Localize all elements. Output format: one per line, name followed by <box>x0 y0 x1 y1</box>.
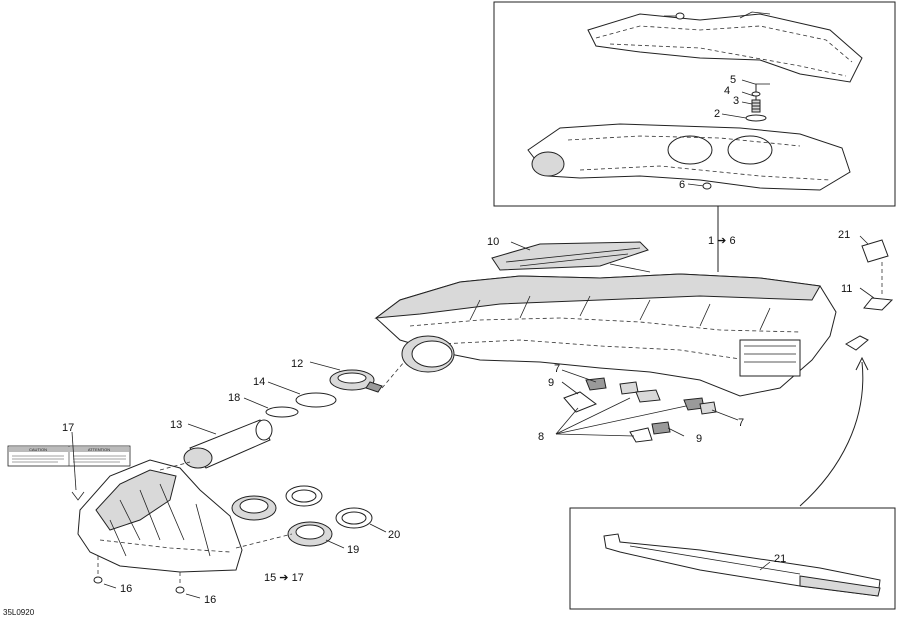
part-19-boot <box>287 521 333 547</box>
label-20: 20 <box>388 529 400 541</box>
airbox-main-housing <box>374 273 837 397</box>
label-10: 10 <box>487 236 499 248</box>
label-5: 5 <box>730 74 736 86</box>
label-12: 12 <box>291 358 303 370</box>
label-18: 18 <box>228 392 240 404</box>
clip-set-7-8-9 <box>563 377 717 443</box>
detail-box-lower <box>569 507 896 610</box>
screw-assembly <box>745 83 770 122</box>
label-3: 3 <box>733 95 739 107</box>
label-16a: 16 <box>120 583 132 595</box>
part-16-screw-b <box>175 586 185 594</box>
label-15-17: 15 ➔ 17 <box>264 572 304 584</box>
part-12-clamp <box>329 369 383 393</box>
label-21a: 21 <box>838 229 850 241</box>
label-16b: 16 <box>204 594 216 606</box>
part-20-clamp <box>335 507 373 529</box>
right-bracket <box>845 335 869 351</box>
decal-right-title: ATTENTION <box>88 447 110 452</box>
label-21b: 21 <box>774 553 786 565</box>
part-11-clip <box>863 297 894 311</box>
label-13: 13 <box>170 419 182 431</box>
label-7b: 7 <box>738 417 744 429</box>
warning-decal: CAUTION ATTENTION <box>7 445 131 467</box>
intake-clamp-upper <box>285 485 323 507</box>
label-6: 6 <box>679 179 685 191</box>
detail-box-upper <box>493 1 896 207</box>
airbox-intake-opening <box>401 335 455 373</box>
part-18-gasket <box>265 406 299 418</box>
label-9a: 9 <box>548 377 554 389</box>
part-13-tube <box>183 419 273 469</box>
airbox-top-cover <box>587 11 863 83</box>
label-17: 17 <box>62 422 74 434</box>
strap-arrow <box>799 361 864 507</box>
part-10-cover <box>491 241 649 271</box>
label-2: 2 <box>714 108 720 120</box>
label-8: 8 <box>538 431 544 443</box>
intake-boot-upper <box>231 495 277 521</box>
part-21-strap <box>603 533 881 597</box>
label-19: 19 <box>347 544 359 556</box>
label-7a: 7 <box>554 363 560 375</box>
decal-left-title: CAUTION <box>29 447 47 452</box>
label-1-6: 1 ➔ 6 <box>708 235 736 247</box>
label-14: 14 <box>253 376 265 388</box>
part-16-screw-a <box>93 576 103 584</box>
part-15-17-silencer <box>77 459 243 573</box>
part-21-clip <box>861 239 889 263</box>
label-11: 11 <box>841 283 852 295</box>
label-4: 4 <box>724 85 730 97</box>
label-9b: 9 <box>696 433 702 445</box>
airbox-lower-half <box>527 123 851 191</box>
part-14-ring <box>295 392 337 408</box>
reference-code: 35L0920 <box>3 608 35 617</box>
